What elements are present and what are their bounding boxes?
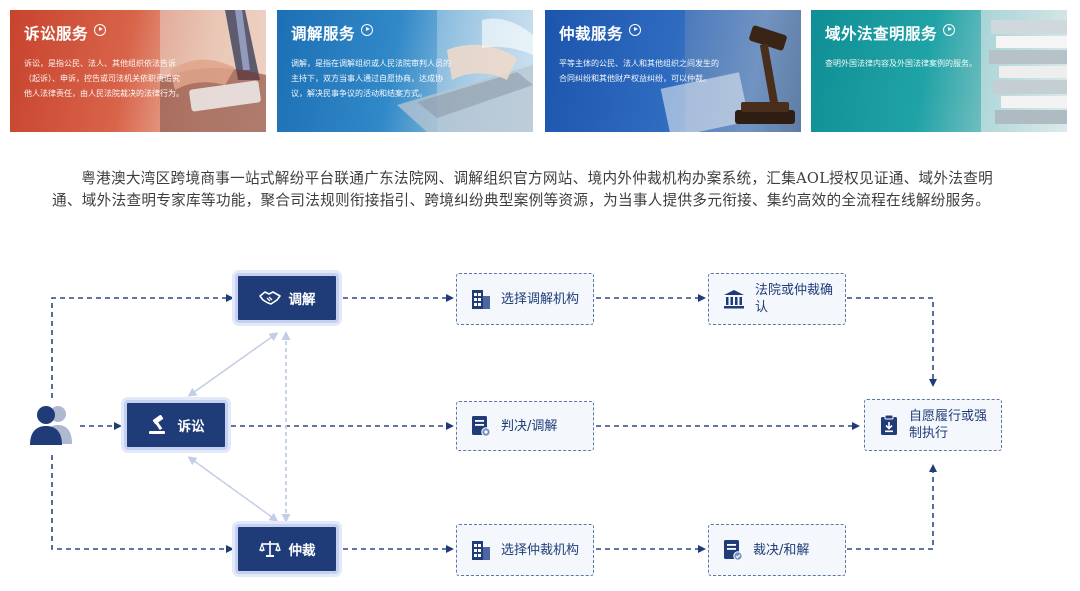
play-icon[interactable] <box>94 24 107 36</box>
laptop-typing-photo <box>397 10 533 132</box>
node-label: 判决/调解 <box>501 418 558 434</box>
building-icon <box>472 541 490 560</box>
link-start-mediation <box>51 294 234 398</box>
card-mediation-service[interactable]: 调解服务 调解，是指在调解组织或人民法院审判人员的主持下，双方当事人通过自愿协商… <box>277 10 533 132</box>
card-description: 查明外国法律内容及外国法律案例的服务。 <box>825 59 977 68</box>
node-label: 裁决/和解 <box>753 542 810 558</box>
node-label: 自愿履行或强制执行 <box>909 409 988 441</box>
link-arbitration-litigation <box>187 456 277 521</box>
handshake-icon <box>258 291 281 305</box>
node-award[interactable]: 裁决/和解 <box>708 524 846 576</box>
card-arbitration-service[interactable]: 仲裁服务 平等主体的公民、法人和其他组织之间发生的合同纠纷和其他财产权益纠纷，可… <box>545 10 801 132</box>
play-icon[interactable] <box>629 24 642 36</box>
link-start-arbitration <box>51 455 234 553</box>
node-label: 诉讼 <box>177 419 205 435</box>
card-description: 调解，是指在调解组织或人民法院审判人员的主持下，双方当事人通过自愿协商，达成协议… <box>291 59 451 98</box>
card-description: 平等主体的公民、法人和其他组织之间发生的合同纠纷和其他财产权益纠纷，可以仲裁。 <box>559 59 719 83</box>
scales-icon <box>258 541 281 557</box>
link-confirm-enforce <box>847 297 937 387</box>
play-icon[interactable] <box>361 24 374 36</box>
card-title: 调解服务 <box>291 25 356 43</box>
card-description: 诉讼，是指公民、法人、其他组织依法告诉（起诉）、申诉，控告或司法机关依职责追究他… <box>24 59 184 98</box>
node-label: 法院或仲裁确认 <box>755 283 834 315</box>
document-icon <box>472 416 491 437</box>
node-court-confirm[interactable]: 法院或仲裁确认 <box>708 273 846 325</box>
node-select-arbitration[interactable]: 选择仲裁机构 <box>456 524 594 576</box>
node-mediation[interactable]: 调解 <box>235 273 339 323</box>
node-label: 选择仲裁机构 <box>501 542 580 558</box>
node-label: 仲裁 <box>288 543 316 559</box>
card-title: 仲裁服务 <box>559 25 624 43</box>
gavel-icon <box>148 415 165 434</box>
node-judgment[interactable]: 判决/调解 <box>456 401 594 451</box>
link-award-enforce <box>847 464 937 550</box>
node-arbitration[interactable]: 仲裁 <box>235 524 339 574</box>
courthouse-icon <box>724 290 744 309</box>
play-icon[interactable] <box>943 24 956 36</box>
node-litigation[interactable]: 诉讼 <box>124 400 228 450</box>
card-litigation-service[interactable]: 诉讼服务 诉讼，是指公民、法人、其他组织依法告诉（起诉）、申诉，控告或司法机关依… <box>10 10 266 132</box>
card-title: 域外法查明服务 <box>825 25 938 43</box>
node-label: 调解 <box>288 292 316 308</box>
file-folders-photo <box>981 10 1067 132</box>
building-icon <box>472 290 490 309</box>
node-enforce[interactable]: 自愿履行或强制执行 <box>864 399 1002 451</box>
intro-paragraph: 粤港澳大湾区跨境商事一站式解纷平台联通广东法院网、调解组织官方网站、境内外仲裁机… <box>52 170 994 209</box>
node-label: 选择调解机构 <box>501 291 580 307</box>
clipboard-icon <box>881 414 897 435</box>
card-title: 诉讼服务 <box>24 25 89 43</box>
link-mediation-litigation <box>187 333 277 397</box>
card-foreign-law-service[interactable]: 域外法查明服务 查明外国法律内容及外国法律案例的服务。 <box>811 10 1067 132</box>
document-check-icon <box>724 540 743 561</box>
handshake-office-photo <box>160 10 266 132</box>
gavel-desk-photo <box>660 10 801 132</box>
people-icon <box>30 406 72 445</box>
node-select-mediation[interactable]: 选择调解机构 <box>456 273 594 325</box>
link-litigation-arbitration <box>189 457 279 522</box>
